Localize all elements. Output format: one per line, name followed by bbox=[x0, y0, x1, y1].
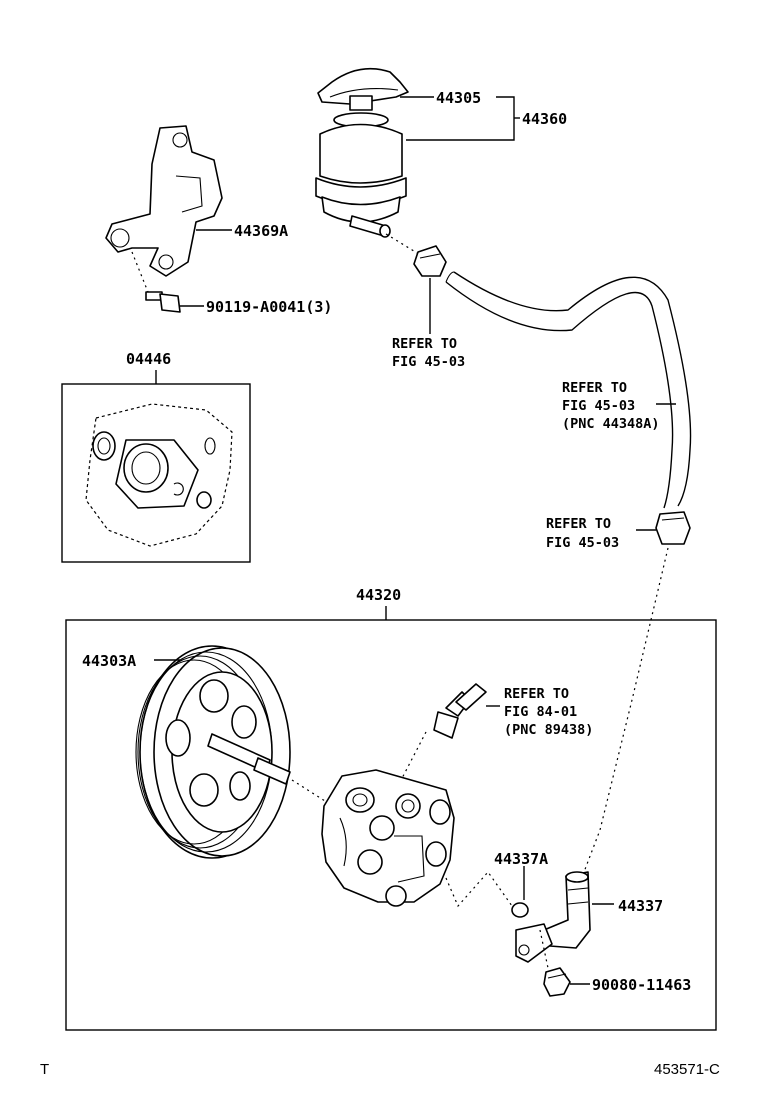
dash-bracket-bolt bbox=[131, 251, 149, 293]
return-hose-drawing bbox=[445, 271, 692, 509]
label-refer-clamp-top-2: FIG 45-03 bbox=[392, 354, 465, 370]
union-drawing bbox=[515, 871, 591, 963]
dash-clamp-top bbox=[385, 233, 423, 257]
label-bracket-bolt: 90119-A0041(3) bbox=[206, 298, 332, 316]
label-hose-refer-3: (PNC 44348A) bbox=[562, 416, 660, 432]
label-union-bolt: 90080-11463 bbox=[592, 976, 691, 994]
label-44337A: 44337A bbox=[494, 850, 548, 868]
oring-drawing bbox=[511, 902, 529, 918]
pump-body-drawing bbox=[321, 769, 455, 907]
dash-switch bbox=[397, 731, 427, 787]
gasket-kit-drawing bbox=[85, 403, 233, 547]
label-hose-refer-1: REFER TO bbox=[562, 380, 627, 396]
footer-left-code: T bbox=[40, 1061, 49, 1078]
clamp-top-drawing bbox=[413, 245, 447, 277]
dash-pump-to-oring bbox=[445, 871, 513, 908]
pump-assy-box bbox=[65, 619, 717, 1031]
label-44337: 44337 bbox=[618, 897, 663, 915]
reservoir-tank-drawing bbox=[315, 112, 407, 238]
label-switch-refer-3: (PNC 89438) bbox=[504, 722, 593, 738]
dash-hose-to-union bbox=[583, 547, 669, 873]
pressure-switch-drawing bbox=[433, 683, 487, 739]
label-44360: 44360 bbox=[522, 110, 567, 128]
label-clamp-refer-1: REFER TO bbox=[546, 516, 611, 532]
label-44305: 44305 bbox=[436, 89, 481, 107]
label-switch-refer-2: FIG 84-01 bbox=[504, 704, 577, 720]
label-refer-clamp-top-1: REFER TO bbox=[392, 336, 457, 352]
gasket-kit-box bbox=[61, 383, 251, 563]
bracket-44360 bbox=[496, 96, 515, 141]
pulley-drawing bbox=[135, 645, 291, 859]
bracket-drawing bbox=[105, 125, 223, 277]
label-clamp-refer-2: FIG 45-03 bbox=[546, 535, 619, 551]
label-44320: 44320 bbox=[356, 586, 401, 604]
label-switch-refer-1: REFER TO bbox=[504, 686, 569, 702]
clamp-bottom-drawing bbox=[655, 511, 691, 545]
label-04446: 04446 bbox=[126, 350, 171, 368]
dash-union-bolt bbox=[539, 929, 549, 969]
label-44303A: 44303A bbox=[82, 652, 136, 670]
bolt-drawing bbox=[145, 291, 181, 313]
label-44369A: 44369A bbox=[234, 222, 288, 240]
union-bolt-drawing bbox=[543, 967, 571, 997]
footer-illustration-number: 453571-C bbox=[654, 1061, 720, 1078]
label-hose-refer-2: FIG 45-03 bbox=[562, 398, 635, 414]
reservoir-cap-drawing bbox=[317, 67, 409, 111]
